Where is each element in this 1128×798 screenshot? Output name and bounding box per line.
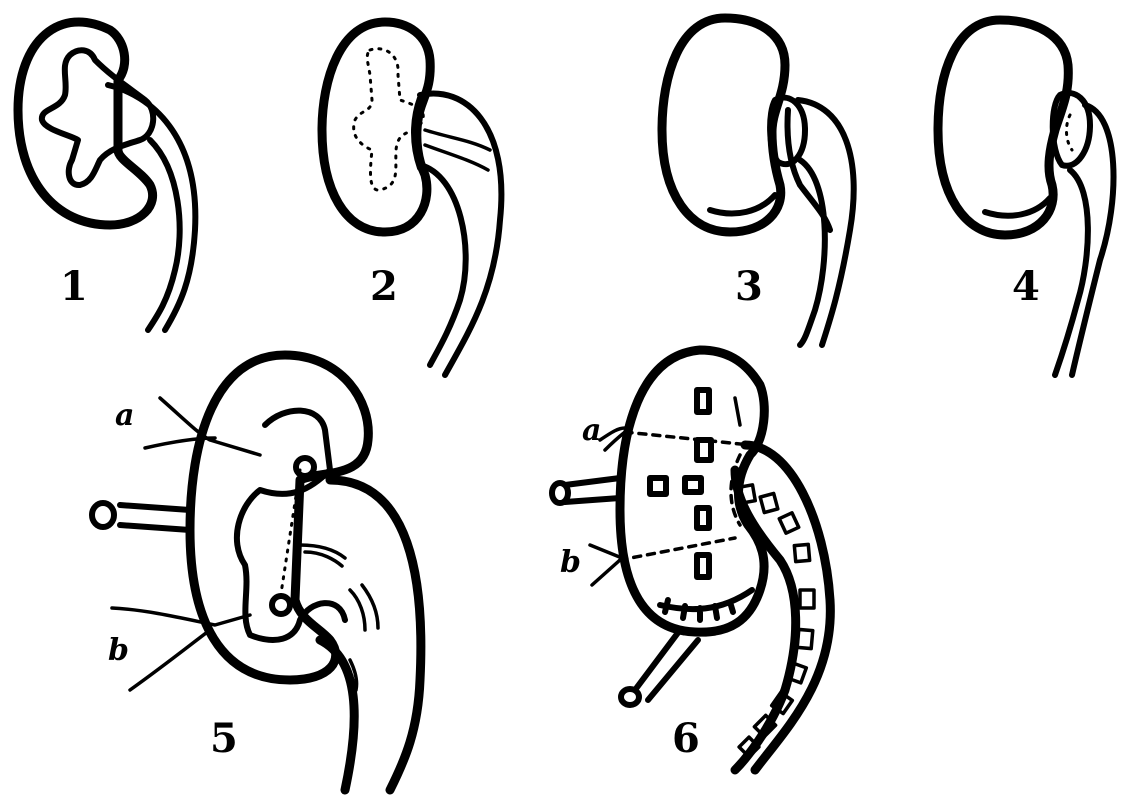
tube-end: [92, 503, 114, 527]
inner-lines: [425, 130, 490, 170]
figure-4: 4: [938, 20, 1114, 375]
label-b: b: [560, 545, 581, 580]
calyx-a-marker: [296, 458, 314, 476]
slit-line: [735, 398, 740, 425]
nephrostomy-tube-upper: [565, 478, 620, 502]
figure-number: 6: [672, 715, 700, 762]
figure-number: 1: [60, 263, 88, 310]
figure-3: 3: [662, 18, 854, 345]
figure-5: a b 5: [92, 355, 421, 790]
nephrostomy-tube: [120, 505, 190, 530]
ureter: [320, 480, 421, 790]
figure-number: 5: [210, 715, 238, 762]
ureter: [420, 94, 501, 375]
nephrostomy-tube-lower: [635, 630, 698, 700]
dashed-line-a: [625, 432, 750, 445]
ureter-shading: [300, 545, 378, 690]
calyx-b-marker: [272, 596, 290, 614]
tube-end: [621, 689, 639, 705]
inner-rim: [710, 195, 775, 214]
suture-line: [660, 590, 752, 620]
tube-end: [552, 483, 568, 503]
figure-number: 4: [1012, 263, 1040, 310]
suture-b: [590, 545, 622, 585]
label-a: a: [115, 398, 134, 433]
pelvis-dots: [1066, 115, 1072, 150]
dashed-line-b: [620, 538, 735, 560]
ureter: [788, 100, 854, 345]
label-b: b: [108, 633, 129, 668]
figure-number: 2: [370, 263, 398, 310]
figure-number: 3: [735, 263, 763, 310]
figure-1: 1: [18, 22, 195, 330]
renal-pelvis: [42, 50, 153, 185]
inner-rim: [985, 198, 1050, 216]
figure-6: a b 6: [552, 350, 830, 770]
kidney-outline: [190, 355, 368, 680]
figure-2: 2: [322, 22, 501, 375]
label-a: a: [582, 413, 601, 448]
suture-b: [112, 608, 250, 690]
